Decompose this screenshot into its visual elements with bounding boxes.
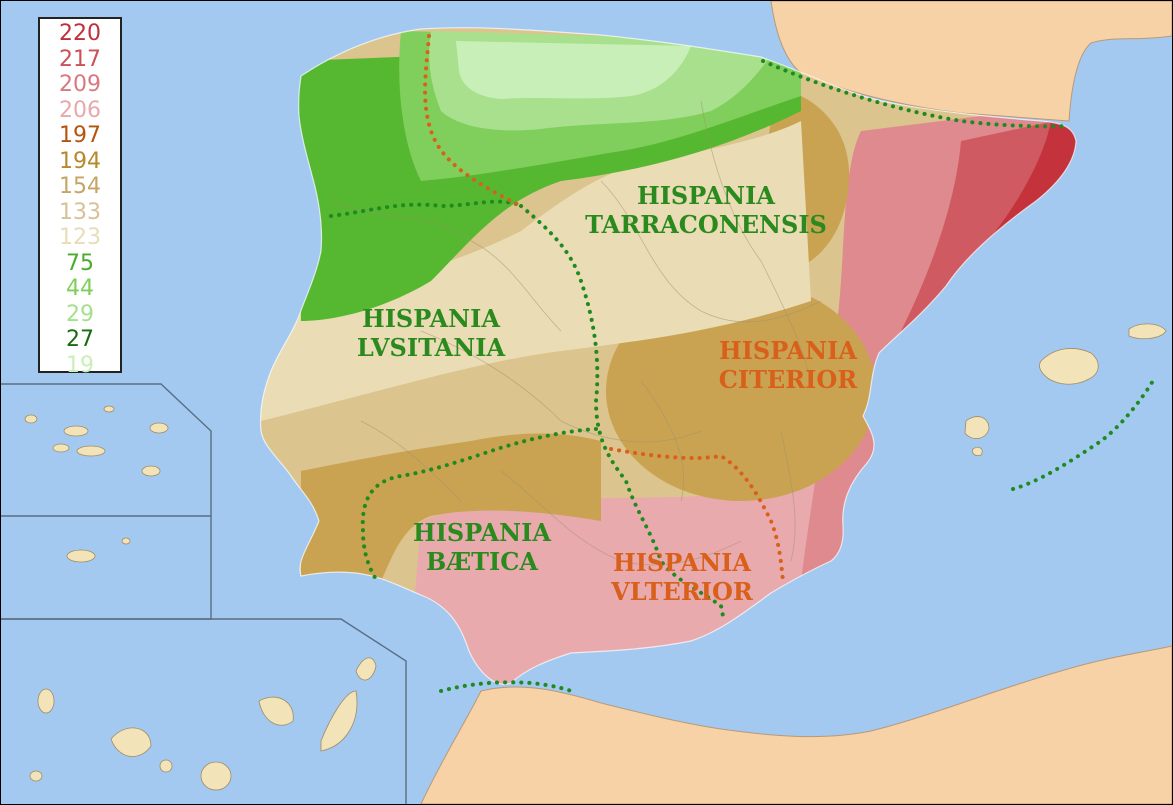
canary-island [159,759,173,773]
canary-island [320,690,358,752]
zone-19 [456,41,691,99]
legend-value: 154 [59,174,101,199]
legend-value: 194 [59,148,101,174]
azores-island [52,443,70,453]
legend-value: 29 [66,301,94,327]
canary-island [29,770,43,782]
canary-island [200,761,232,791]
region-label-ulterior: HISPANIA VLTERIOR [610,548,754,606]
region-label-lusitania: HISPANIA LVSITANIA [357,304,506,362]
region-label-line2: CITERIOR [719,365,859,394]
formentera-island [972,447,983,457]
legend-value: 123 [59,225,101,250]
region-label-line1: HISPANIA [637,181,775,210]
legend-value: 27 [66,327,94,352]
legend-value: 133 [59,199,101,225]
azores-island [149,422,169,434]
balearic-islands [964,323,1167,457]
region-label-line1: HISPANIA [362,304,500,333]
azores-island [103,405,115,413]
region-label-line2: TARRACONENSIS [585,210,827,239]
mallorca-island [1039,348,1099,385]
inset-frames [1,383,407,804]
canary-island [355,657,377,681]
region-label-tarraconensis: HISPANIA TARRACONENSIS [585,181,827,239]
ibiza-island [964,416,990,439]
legend-value: 75 [66,250,94,276]
africa-land [420,645,1172,804]
canary-island [37,688,55,714]
legend-value: 220 [59,21,101,46]
legend-value: 19 [66,352,94,378]
region-label-line1: HISPANIA [613,548,751,577]
zone-194-core [606,281,876,501]
region-label-line2: VLTERIOR [610,577,754,606]
legend-value: 206 [59,97,101,123]
legend-value: 44 [66,276,94,301]
azores-island [24,414,38,424]
zone-194-sw [301,433,601,581]
boundary-green [329,59,1158,693]
region-label-citerior: HISPANIA CITERIOR [719,336,859,394]
legend-value: 197 [59,123,101,148]
azores-island [76,445,106,457]
region-label-baetica: HISPANIA BÆTICA [413,518,551,576]
azores-island [63,425,89,437]
menorca-island [1128,323,1167,340]
region-label-line2: BÆTICA [426,547,538,576]
azores-island [141,465,161,477]
legend-value: 217 [59,46,101,72]
province-borders [330,100,822,566]
canary-island [258,696,294,726]
madeira-island [66,549,96,563]
region-label-line1: HISPANIA [719,336,857,365]
atlantic-islands [24,405,377,791]
boundary-orange [423,34,785,583]
canary-island [110,727,152,757]
madeira-island [121,537,131,545]
legend-value: 209 [59,72,101,97]
iberia-coastline [259,27,1077,685]
region-label-line1: HISPANIA [413,518,551,547]
zone-123 [261,121,811,421]
region-label-line2: LVSITANIA [357,333,506,362]
